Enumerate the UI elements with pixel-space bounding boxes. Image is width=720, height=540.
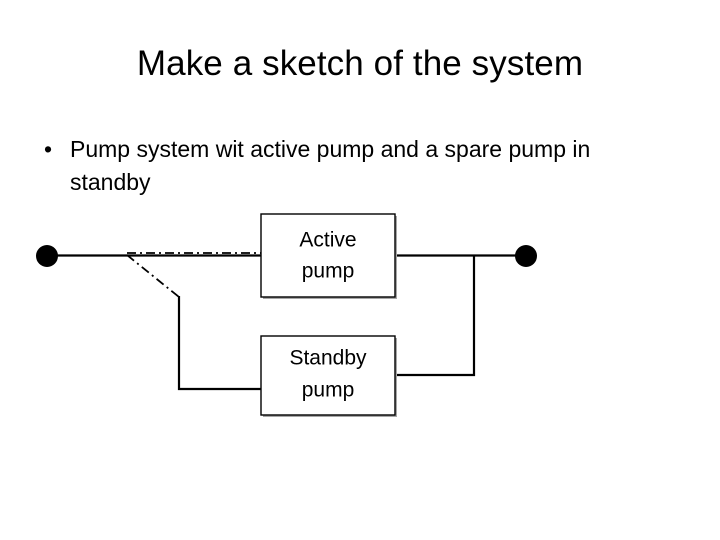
- active-pump-label-line1: Active: [299, 229, 356, 252]
- connector-switch-indicator-diagonal: [126, 254, 180, 298]
- bullet-list: • Pump system wit active pump and a spar…: [36, 133, 636, 199]
- active-pump-box[interactable]: [260, 213, 396, 298]
- connector-standby-to-output: [394, 255, 476, 377]
- standby-pump-label-line2: pump: [302, 379, 355, 402]
- input-node[interactable]: [36, 245, 58, 267]
- page-title: Make a sketch of the system: [136, 44, 584, 83]
- output-node[interactable]: [515, 245, 537, 267]
- standby-pump-label-line1: Standby: [289, 347, 367, 370]
- list-item: • Pump system wit active pump and a spar…: [36, 133, 636, 199]
- active-pump-label-line2: pump: [302, 260, 355, 283]
- connector-branch-to-standby: [177, 296, 261, 391]
- standby-pump-box[interactable]: [260, 335, 396, 416]
- bullet-marker-icon: •: [44, 136, 53, 162]
- bullet-text: Pump system wit active pump and a spare …: [70, 136, 591, 195]
